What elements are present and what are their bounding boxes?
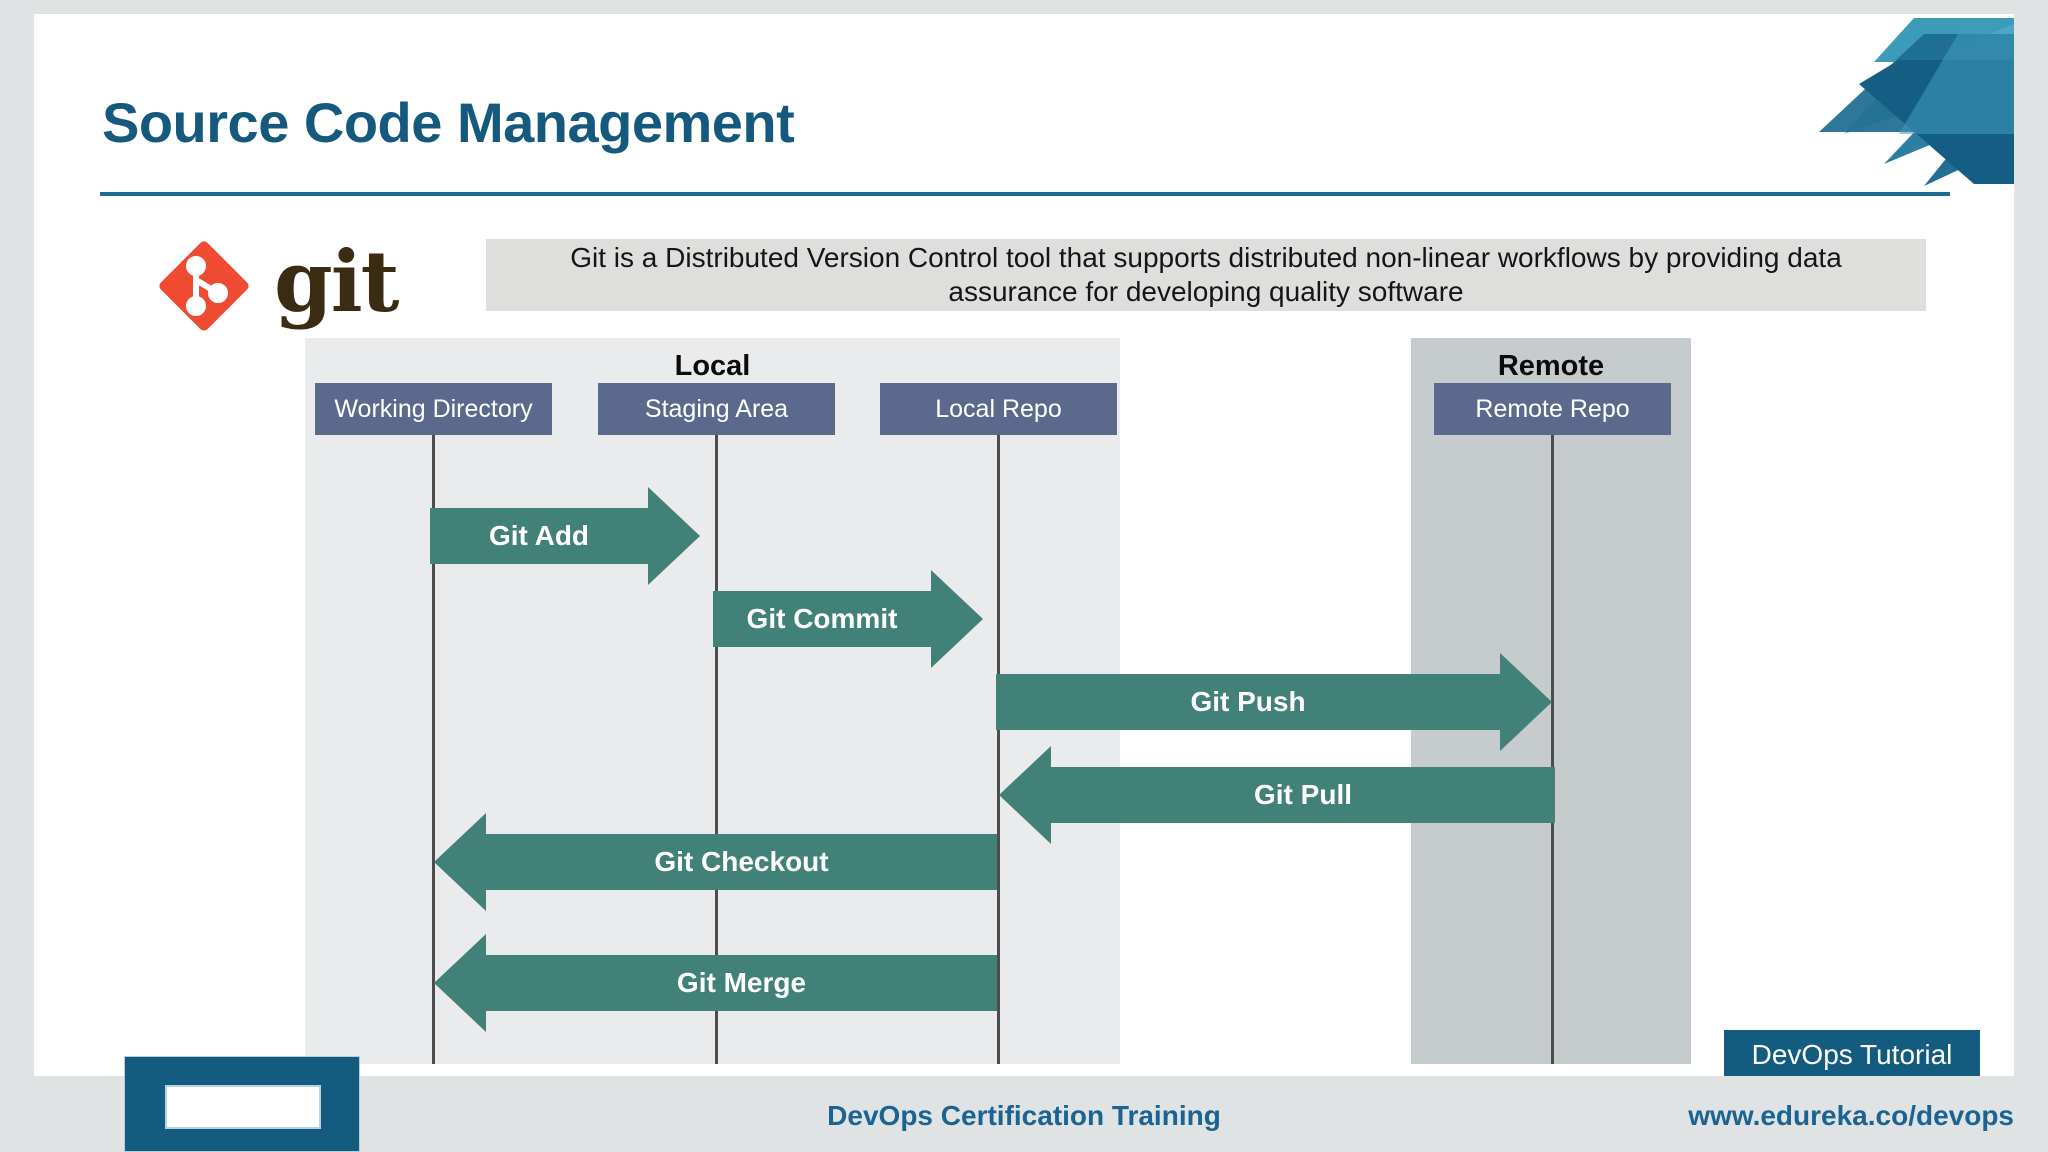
brand-logo-inner bbox=[165, 1085, 321, 1129]
arrow-git-add[interactable]: Git Add bbox=[430, 487, 700, 585]
arrow-head-right-icon bbox=[931, 570, 983, 668]
footer-url-link[interactable]: www.edureka.co/devops bbox=[1688, 1100, 2014, 1131]
lifeline-remote-repo bbox=[1551, 434, 1554, 1064]
panel-local-title: Local bbox=[674, 350, 751, 382]
arrow-head-right-icon bbox=[1500, 653, 1552, 751]
node-local-repo[interactable]: Local Repo bbox=[881, 384, 1116, 434]
git-logo: git bbox=[146, 232, 436, 336]
git-wordmark: git bbox=[274, 232, 399, 331]
node-working-directory[interactable]: Working Directory bbox=[316, 384, 551, 434]
arrow-bar bbox=[996, 674, 1500, 730]
corner-decoration-icon bbox=[1724, 14, 2014, 194]
status-badge: DevOps Tutorial bbox=[1724, 1030, 1980, 1076]
lifeline-staging-area bbox=[715, 434, 718, 1064]
arrow-bar bbox=[486, 834, 997, 890]
page-title: Source Code Management bbox=[102, 91, 795, 154]
node-remote-repo[interactable]: Remote Repo bbox=[1435, 384, 1670, 434]
arrow-bar bbox=[713, 591, 931, 647]
brand-logo-mark bbox=[124, 1056, 360, 1152]
node-staging-area[interactable]: Staging Area bbox=[599, 384, 834, 434]
arrow-bar bbox=[486, 955, 997, 1011]
arrow-bar bbox=[1051, 767, 1555, 823]
arrow-head-left-icon bbox=[434, 813, 486, 911]
lifeline-local-repo bbox=[997, 434, 1000, 1064]
arrow-git-merge[interactable]: Git Merge bbox=[434, 934, 997, 1032]
footer-course-title: DevOps Certification Training bbox=[827, 1100, 1221, 1131]
arrow-head-left-icon bbox=[434, 934, 486, 1032]
arrow-git-push[interactable]: Git Push bbox=[996, 653, 1552, 751]
arrow-bar bbox=[430, 508, 648, 564]
arrow-git-pull[interactable]: Git Pull bbox=[999, 746, 1555, 844]
arrow-git-checkout[interactable]: Git Checkout bbox=[434, 813, 997, 911]
panel-remote-title: Remote bbox=[1497, 350, 1605, 382]
arrow-head-right-icon bbox=[648, 487, 700, 585]
title-divider bbox=[100, 192, 1950, 196]
arrow-git-commit[interactable]: Git Commit bbox=[713, 570, 983, 668]
git-branch-icon bbox=[159, 241, 249, 331]
slide-canvas: Source Code Management git Git is a Dist… bbox=[34, 14, 2014, 1076]
git-description-banner: Git is a Distributed Version Control too… bbox=[486, 239, 1926, 311]
lifeline-working-directory bbox=[432, 434, 435, 1064]
arrow-head-left-icon bbox=[999, 746, 1051, 844]
